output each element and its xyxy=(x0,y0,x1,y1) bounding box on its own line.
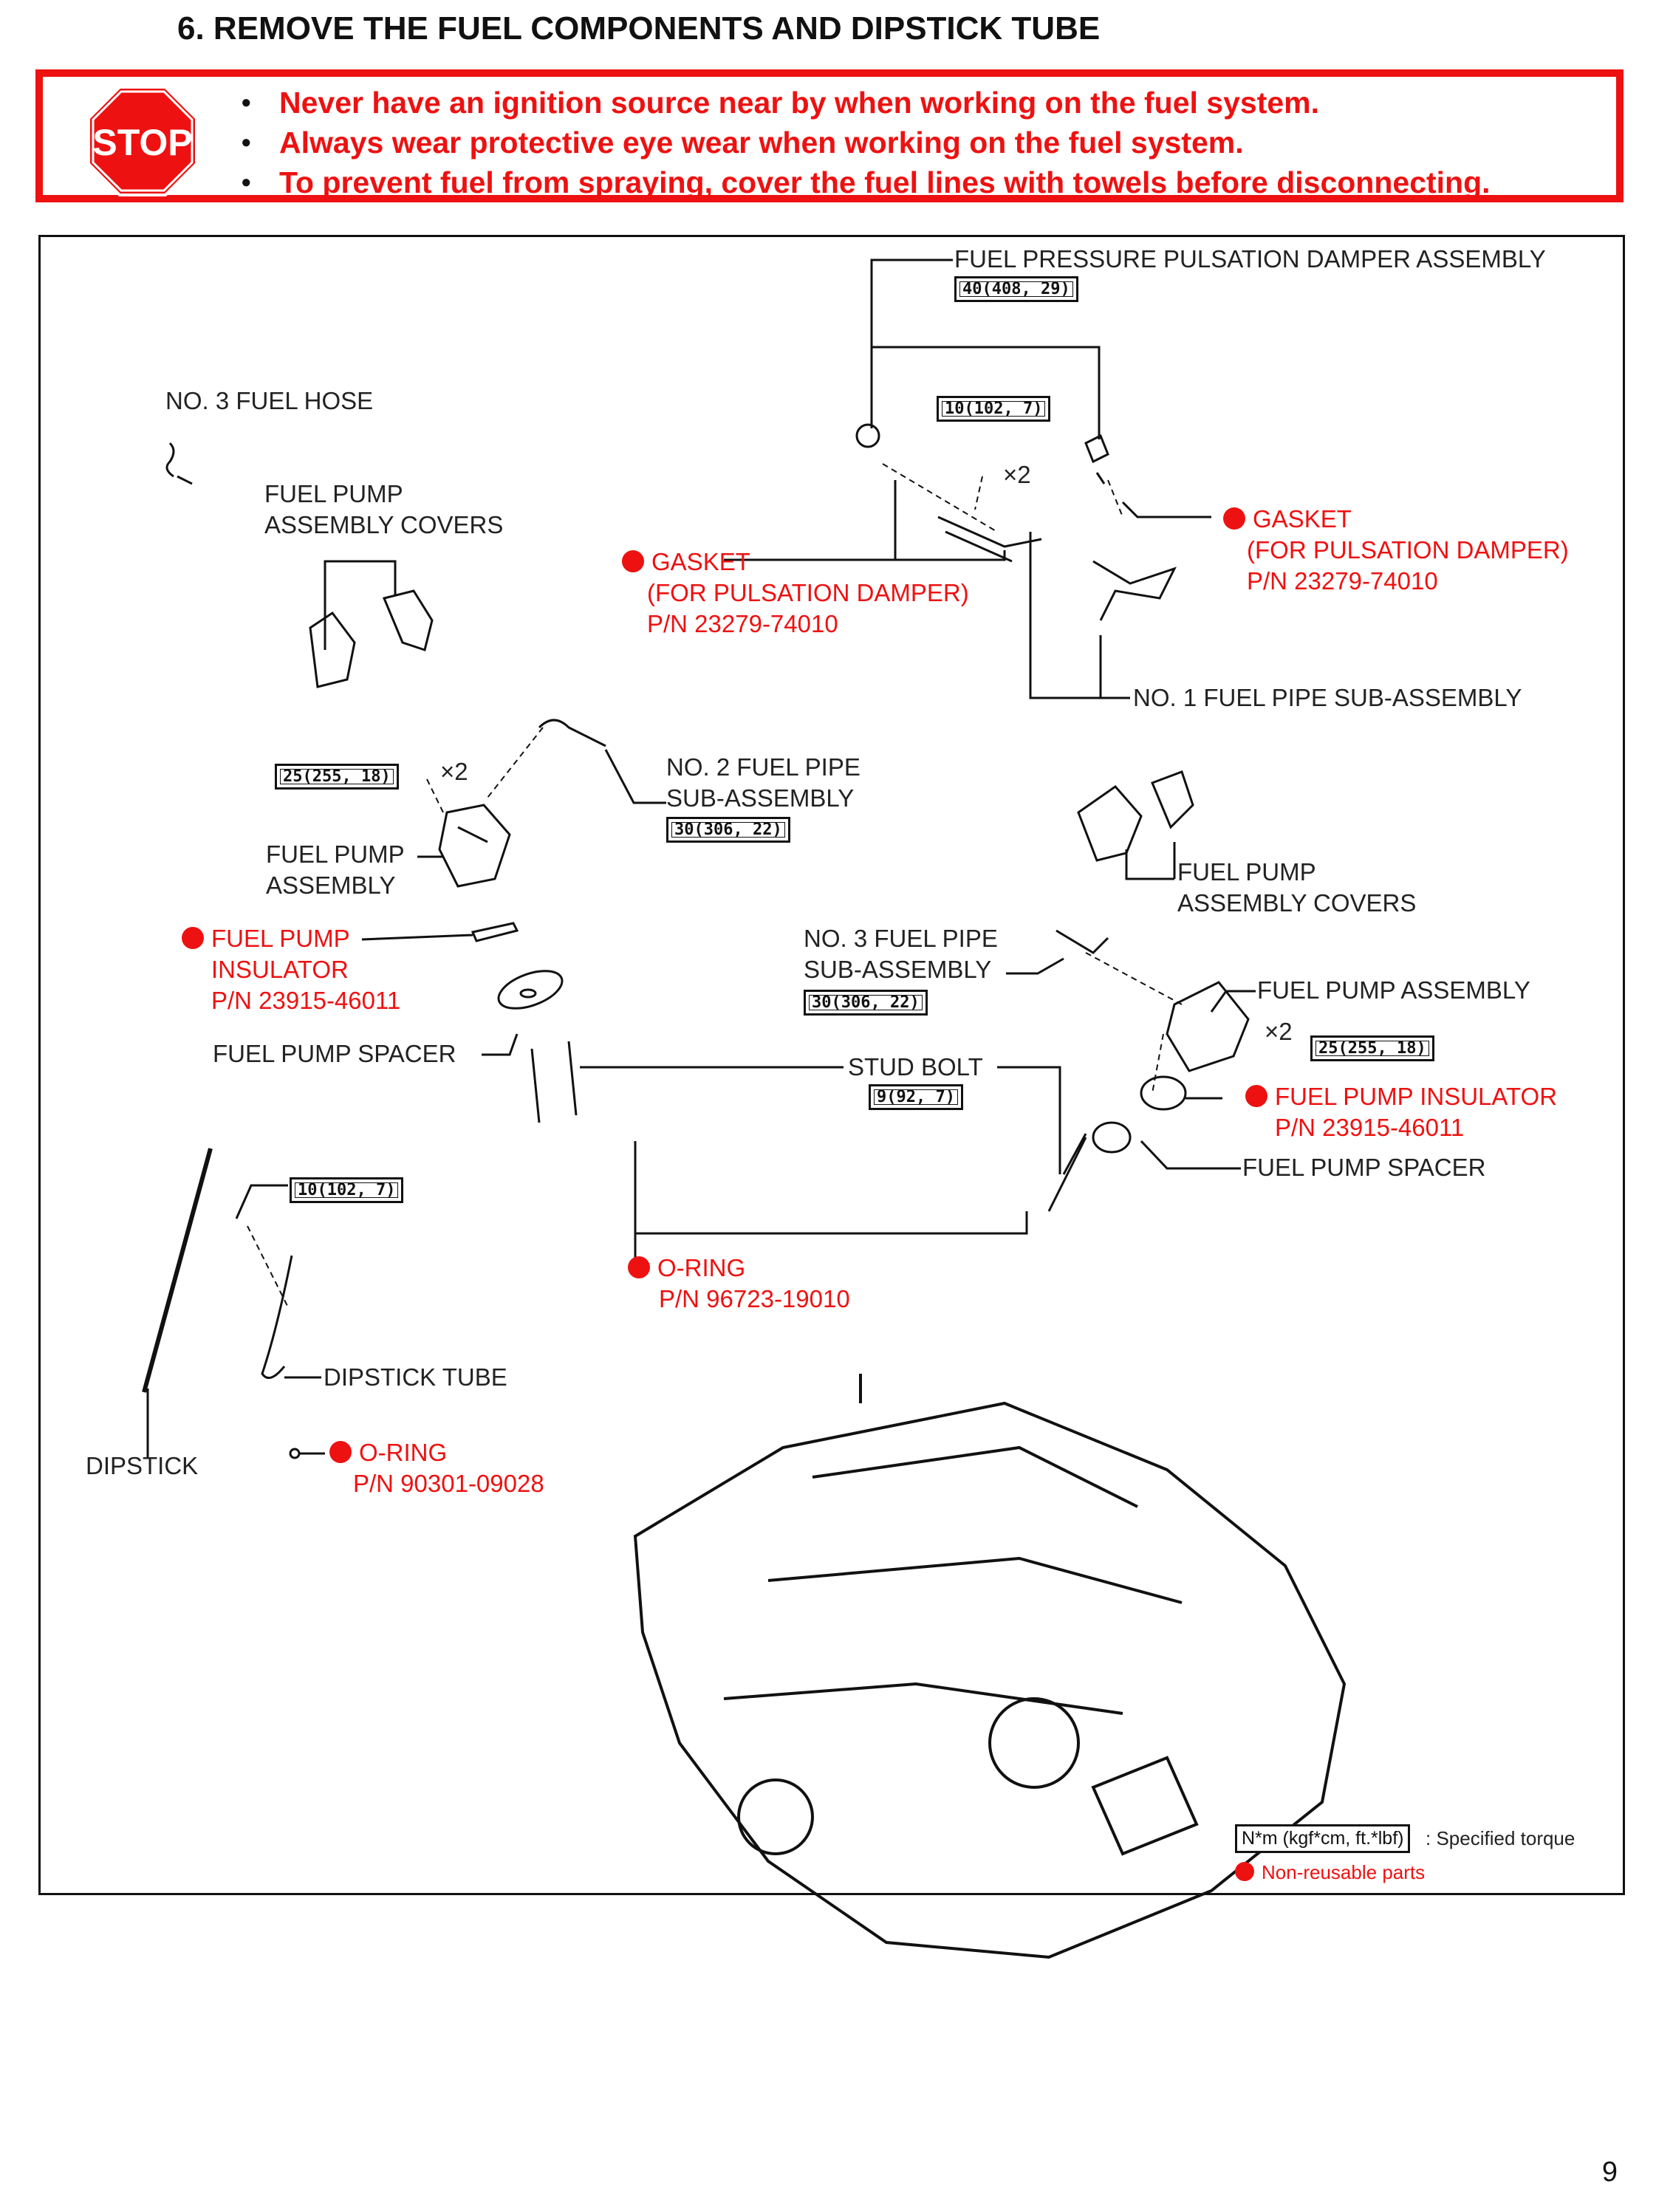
label-fuel-pressure-damper: FUEL PRESSURE PULSATION DAMPER ASSEMBLY xyxy=(954,245,1546,273)
warning-box: STOP Never have an ignition source near … xyxy=(35,69,1624,202)
label-fuel-pump-covers: FUEL PUMP xyxy=(1177,858,1316,886)
leader-line xyxy=(1125,849,1174,880)
label-stud-bolt: STUD BOLT xyxy=(848,1053,983,1081)
label-o-ring-2: O-RING xyxy=(329,1437,447,1468)
torque-badge: 25(255, 18) xyxy=(275,764,399,790)
label-fuel-pump-assembly: ASSEMBLY xyxy=(266,872,396,899)
diagram-frame xyxy=(38,235,1625,1895)
pump-cover-right-drawing xyxy=(1077,770,1194,862)
legend-torque-text: : Specified torque xyxy=(1426,1827,1575,1849)
leader-line xyxy=(604,749,666,804)
label-o-ring-2: P/N 90301-09028 xyxy=(353,1470,544,1497)
nonreusable-dot-icon xyxy=(628,1256,650,1278)
damper-drawing xyxy=(855,423,1109,484)
leader-line xyxy=(634,1141,1028,1235)
legend-nonreusable: Non-reusable parts xyxy=(1235,1861,1425,1884)
label-fuel-pump-spacer-left: FUEL PUMP SPACER xyxy=(213,1040,456,1067)
label-fuel-pump-assembly-right: FUEL PUMP ASSEMBLY xyxy=(1257,976,1530,1004)
label-dipstick-tube: DIPSTICK TUBE xyxy=(324,1363,507,1391)
label-fuel-pump-covers: ASSEMBLY COVERS xyxy=(264,511,504,538)
stud-right-drawing xyxy=(1047,1133,1087,1212)
leader-line xyxy=(235,1184,288,1219)
label-gasket-left: GASKET xyxy=(622,547,750,578)
stop-sign-icon: STOP xyxy=(87,86,198,196)
label-fuel-pump-insulator-left: INSULATOR xyxy=(211,956,349,983)
torque-badge: 40(408, 29) xyxy=(954,276,1078,302)
label-gasket-left: P/N 23279-74010 xyxy=(647,610,838,637)
label-no2-fuel-pipe: NO. 2 FUEL PIPE xyxy=(666,753,860,781)
torque-badge: 25(255, 18) xyxy=(1310,1035,1434,1061)
label-times-two: ×2 xyxy=(1265,1018,1293,1045)
torque-badge: 30(306, 22) xyxy=(804,990,928,1016)
nonreusable-dot-icon xyxy=(329,1441,352,1463)
nonreusable-dot-icon xyxy=(622,550,644,572)
fuel-pipe-3-drawing xyxy=(1055,929,1109,954)
nonreusable-dot-icon xyxy=(1235,1862,1254,1881)
leader-line xyxy=(1006,957,1064,975)
label-dipstick: DIPSTICK xyxy=(86,1452,199,1479)
dipstick-tube-drawing xyxy=(261,1255,293,1380)
leader-line xyxy=(361,934,473,941)
warning-item: Never have an ignition source near by wh… xyxy=(235,83,1491,123)
label-gasket-right: GASKET xyxy=(1223,504,1352,535)
leader-line xyxy=(895,550,1006,561)
label-times-two: ×2 xyxy=(440,758,468,785)
section-heading: 6. REMOVE THE FUEL COMPONENTS AND DIPSTI… xyxy=(177,10,1101,47)
spacer-left-drawing xyxy=(497,970,564,1010)
torque-badge: 10(102, 7) xyxy=(937,396,1051,422)
label-gasket-right: (FOR PULSATION DAMPER) xyxy=(1247,536,1569,564)
pump-cover-left-drawing xyxy=(309,589,434,688)
label-no3-fuel-hose: NO. 3 FUEL HOSE xyxy=(165,387,374,414)
leader-line xyxy=(482,1033,519,1056)
torque-badge: 9(92, 7) xyxy=(869,1084,963,1110)
label-fuel-pump-spacer-right: FUEL PUMP SPACER xyxy=(1242,1154,1486,1181)
nonreusable-dot-icon xyxy=(1245,1085,1267,1107)
insulator-right-drawing xyxy=(1092,1075,1187,1154)
fuel-hose-drawing xyxy=(165,442,193,485)
label-fuel-pump-insulator-right: FUEL PUMP INSULATOR xyxy=(1245,1081,1557,1112)
label-no2-fuel-pipe: SUB-ASSEMBLY xyxy=(666,784,855,812)
label-fuel-pump-insulator-left: FUEL PUMP xyxy=(182,923,350,954)
page-number: 9 xyxy=(1601,2157,1618,2188)
pump-left-drawing xyxy=(438,804,511,888)
leader-line xyxy=(872,346,1101,439)
fuel-pipe-1-drawing xyxy=(937,516,1177,621)
nonreusable-dot-icon xyxy=(182,927,204,949)
legend-torque-box: N*m (kgf*cm, ft.*lbf) xyxy=(1235,1824,1411,1853)
label-fuel-pump-assembly: FUEL PUMP xyxy=(266,840,405,868)
nonreusable-dot-icon xyxy=(1223,507,1245,530)
torque-badge: 10(102, 7) xyxy=(290,1177,404,1203)
leader-line xyxy=(324,560,397,650)
label-gasket-left: (FOR PULSATION DAMPER) xyxy=(647,579,969,606)
warning-item: To prevent fuel from spraying, cover the… xyxy=(235,162,1491,202)
label-fuel-pump-covers: FUEL PUMP xyxy=(264,480,403,507)
stop-sign-text: STOP xyxy=(92,122,192,163)
insulator-left-drawing xyxy=(471,922,519,942)
torque-badge: 30(306, 22) xyxy=(666,817,790,843)
leader-line xyxy=(870,258,953,428)
leader-line xyxy=(1029,532,1130,699)
label-o-ring-1: O-RING xyxy=(628,1253,745,1284)
label-no1-fuel-pipe: NO. 1 FUEL PIPE SUB-ASSEMBLY xyxy=(1133,684,1522,711)
leader-line xyxy=(1121,501,1211,518)
label-fuel-pump-insulator-left: P/N 23915-46011 xyxy=(211,987,401,1014)
fuel-pipe-2-drawing xyxy=(538,719,606,747)
stud-left-drawing xyxy=(530,1041,578,1123)
pump-right-drawing xyxy=(1166,981,1250,1072)
leader-line xyxy=(997,1066,1061,1174)
dipstick-drawing xyxy=(142,1148,213,1393)
warning-list: Never have an ignition source near by wh… xyxy=(235,83,1491,202)
leader-line xyxy=(1140,1140,1241,1170)
label-gasket-right: P/N 23279-74010 xyxy=(1247,567,1438,595)
engine-drawing xyxy=(633,1374,1347,1959)
label-times-two: ×2 xyxy=(1003,461,1031,488)
o-ring-drawing xyxy=(289,1448,301,1459)
label-o-ring-1: P/N 96723-19010 xyxy=(659,1285,850,1312)
warning-item: Always wear protective eye wear when wor… xyxy=(235,123,1491,162)
label-no3-fuel-pipe: SUB-ASSEMBLY xyxy=(804,956,992,983)
label-no3-fuel-pipe: NO. 3 FUEL PIPE xyxy=(804,925,998,952)
label-fuel-pump-covers: ASSEMBLY COVERS xyxy=(1177,889,1417,917)
label-fuel-pump-insulator-right: P/N 23915-46011 xyxy=(1275,1114,1465,1141)
